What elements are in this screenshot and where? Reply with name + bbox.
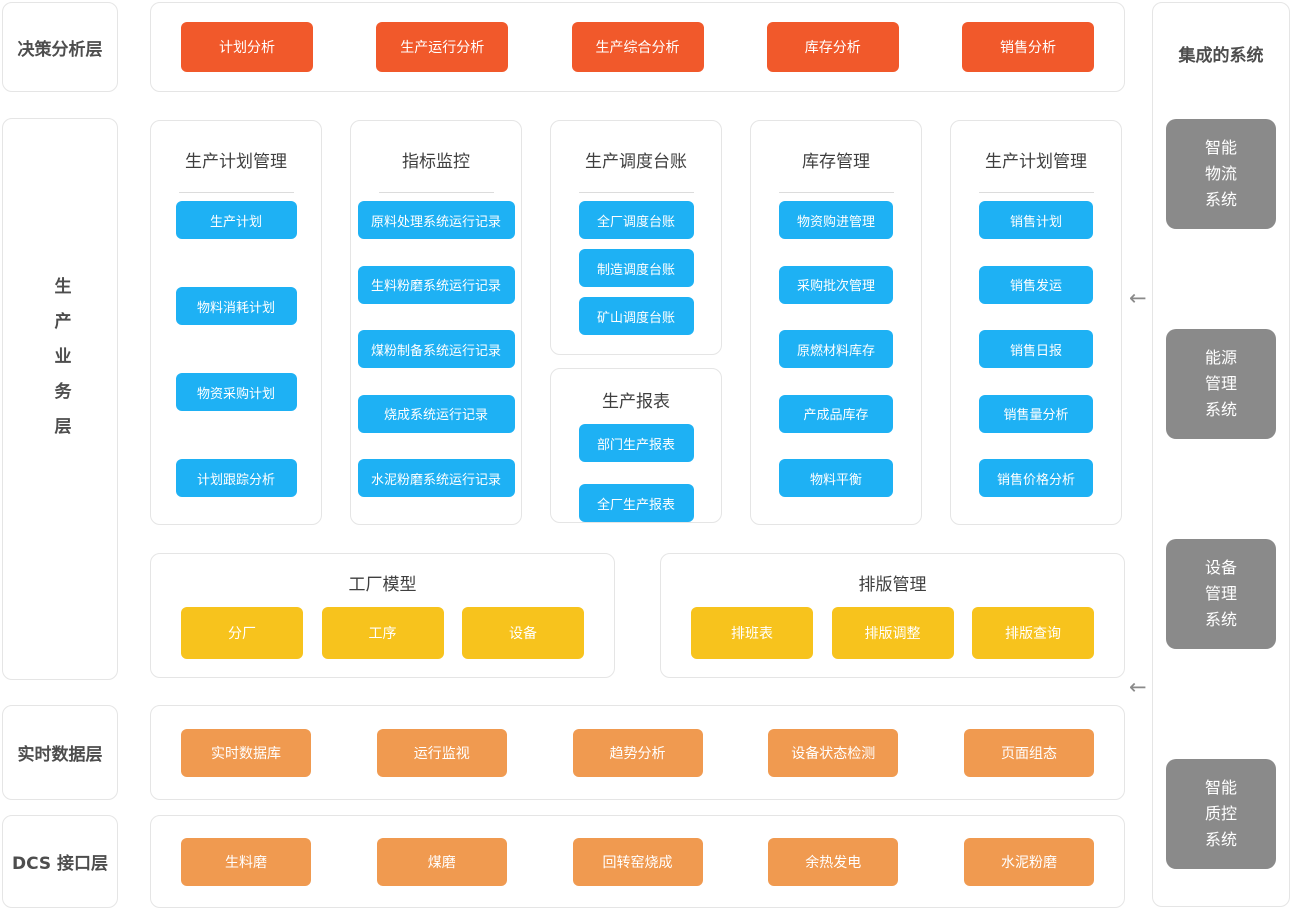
plant-production-report-button[interactable]: 全厂生产报表 bbox=[578, 484, 694, 522]
decision-analysis-row: 计划分析 生产运行分析 生产综合分析 库存分析 销售分析 bbox=[150, 2, 1125, 92]
production-plan-management-panel: 生产计划管理 生产计划 物料消耗计划 物资采购计划 计划跟踪分析 bbox=[150, 120, 322, 525]
button-list: 物资购进管理 采购批次管理 原燃材料库存 产成品库存 物料平衡 bbox=[751, 193, 921, 524]
panel-title: 生产报表 bbox=[602, 392, 670, 412]
layer-label-production-business: 生产业务层 bbox=[2, 118, 118, 680]
panel-title: 生产计划管理 bbox=[985, 152, 1087, 172]
production-plan-button[interactable]: 生产计划 bbox=[175, 201, 297, 239]
sales-daily-report-button[interactable]: 销售日报 bbox=[979, 330, 1093, 368]
coal-mill-button[interactable]: 煤磨 bbox=[376, 837, 507, 886]
left-arrow-icon: ← bbox=[1129, 675, 1147, 699]
coal-powder-prep-record-button[interactable]: 煤粉制备系统运行记录 bbox=[357, 330, 515, 368]
material-purchase-mgmt-button[interactable]: 物资购进管理 bbox=[779, 201, 893, 239]
raw-meal-grinding-record-button[interactable]: 生料粉磨系统运行记录 bbox=[357, 265, 515, 304]
title-divider bbox=[978, 192, 1094, 193]
dcs-interface-row: 生料磨 煤磨 回转窑烧成 余热发电 水泥粉磨 bbox=[150, 815, 1125, 908]
button-list: 原料处理系统运行记录 生料粉磨系统运行记录 煤粉制备系统运行记录 烧成系统运行记… bbox=[351, 193, 521, 524]
plan-analysis-button[interactable]: 计划分析 bbox=[181, 22, 313, 72]
raw-mill-button[interactable]: 生料磨 bbox=[181, 837, 311, 886]
sales-shipping-button[interactable]: 销售发运 bbox=[979, 265, 1093, 304]
branch-factory-button[interactable]: 分厂 bbox=[181, 607, 303, 659]
plan-tracking-analysis-button[interactable]: 计划跟踪分析 bbox=[175, 459, 297, 497]
title-divider bbox=[378, 192, 494, 193]
sales-management-panel: 生产计划管理 销售计划 销售发运 销售日报 销售量分析 销售价格分析 bbox=[950, 120, 1122, 525]
page-configuration-button[interactable]: 页面组态 bbox=[964, 728, 1094, 777]
production-operation-analysis-button[interactable]: 生产运行分析 bbox=[376, 22, 509, 72]
realtime-data-row: 实时数据库 运行监视 趋势分析 设备状态检测 页面组态 bbox=[150, 705, 1125, 800]
equipment-management-system-box[interactable]: 设备 管理 系统 bbox=[1166, 539, 1276, 649]
layer-label-text: 生产业务层 bbox=[50, 276, 71, 452]
department-production-report-button[interactable]: 部门生产报表 bbox=[578, 424, 694, 462]
waste-heat-power-button[interactable]: 余热发电 bbox=[768, 837, 899, 886]
raw-fuel-inventory-button[interactable]: 原燃材料库存 bbox=[779, 330, 893, 368]
operation-monitor-button[interactable]: 运行监视 bbox=[376, 728, 507, 777]
integrated-systems-panel: 集成的系统 智能 物流 系统 能源 管理 系统 设备 管理 系统 智能 质控 系… bbox=[1152, 2, 1290, 907]
sales-plan-button[interactable]: 销售计划 bbox=[979, 201, 1093, 239]
energy-management-system-box[interactable]: 能源 管理 系统 bbox=[1166, 329, 1276, 439]
production-dispatch-ledger-panel: 生产调度台账 全厂调度台账 制造调度台账 矿山调度台账 bbox=[550, 120, 722, 355]
panel-title: 工厂模型 bbox=[348, 575, 417, 595]
title-divider bbox=[778, 192, 894, 193]
layer-label-realtime-data: 实时数据层 bbox=[2, 705, 118, 800]
panel-title: 指标监控 bbox=[402, 152, 470, 172]
process-button[interactable]: 工序 bbox=[321, 607, 444, 659]
sales-volume-analysis-button[interactable]: 销售量分析 bbox=[979, 394, 1093, 433]
inventory-management-panel: 库存管理 物资购进管理 采购批次管理 原燃材料库存 产成品库存 物料平衡 bbox=[750, 120, 922, 525]
panel-title: 生产计划管理 bbox=[185, 152, 287, 172]
material-balance-button[interactable]: 物料平衡 bbox=[779, 459, 893, 497]
scheduling-management-panel: 排版管理 排班表 排版调整 排版查询 bbox=[660, 553, 1125, 678]
sales-price-analysis-button[interactable]: 销售价格分析 bbox=[979, 459, 1093, 497]
smart-quality-control-system-box[interactable]: 智能 质控 系统 bbox=[1166, 759, 1276, 869]
layer-label-dcs-interface: DCS 接口层 bbox=[2, 815, 118, 908]
panel-title: 库存管理 bbox=[802, 152, 870, 172]
layer-label-text: DCS 接口层 bbox=[11, 854, 109, 874]
kpi-monitoring-panel: 指标监控 原料处理系统运行记录 生料粉磨系统运行记录 煤粉制备系统运行记录 烧成… bbox=[350, 120, 522, 525]
material-purchase-plan-button[interactable]: 物资采购计划 bbox=[175, 373, 297, 411]
button-list: 销售计划 销售发运 销售日报 销售量分析 销售价格分析 bbox=[951, 193, 1121, 524]
burning-system-record-button[interactable]: 烧成系统运行记录 bbox=[357, 394, 515, 433]
left-arrow-icon: ← bbox=[1129, 286, 1147, 310]
rotary-kiln-burning-button[interactable]: 回转窑烧成 bbox=[572, 837, 703, 886]
schedule-query-button[interactable]: 排版查询 bbox=[972, 607, 1094, 659]
button-list: 部门生产报表 全厂生产报表 bbox=[551, 412, 721, 522]
production-comprehensive-analysis-button[interactable]: 生产综合分析 bbox=[571, 22, 704, 72]
production-report-panel: 生产报表 部门生产报表 全厂生产报表 bbox=[550, 368, 722, 523]
trend-analysis-button[interactable]: 趋势分析 bbox=[572, 728, 703, 777]
integrated-systems-title: 集成的系统 bbox=[1178, 46, 1264, 66]
purchase-batch-mgmt-button[interactable]: 采购批次管理 bbox=[779, 265, 893, 304]
mine-dispatch-ledger-button[interactable]: 矿山调度台账 bbox=[578, 297, 694, 335]
button-row: 排班表 排版调整 排版查询 bbox=[661, 607, 1124, 659]
raw-material-processing-record-button[interactable]: 原料处理系统运行记录 bbox=[357, 201, 515, 239]
material-consumption-plan-button[interactable]: 物料消耗计划 bbox=[175, 287, 297, 325]
panel-title: 生产调度台账 bbox=[585, 152, 687, 172]
title-divider bbox=[178, 192, 294, 193]
cement-grinding-record-button[interactable]: 水泥粉磨系统运行记录 bbox=[357, 459, 515, 497]
title-divider bbox=[578, 192, 694, 193]
schedule-adjust-button[interactable]: 排版调整 bbox=[831, 607, 954, 659]
shift-schedule-button[interactable]: 排班表 bbox=[691, 607, 813, 659]
panel-title: 排版管理 bbox=[858, 575, 927, 595]
equipment-status-detect-button[interactable]: 设备状态检测 bbox=[768, 728, 899, 777]
sales-analysis-button[interactable]: 销售分析 bbox=[962, 22, 1094, 72]
layer-label-text: 决策分析层 bbox=[17, 39, 103, 60]
plant-dispatch-ledger-button[interactable]: 全厂调度台账 bbox=[578, 201, 694, 239]
button-list: 生产计划 物料消耗计划 物资采购计划 计划跟踪分析 bbox=[151, 193, 321, 524]
cement-grinding-button[interactable]: 水泥粉磨 bbox=[964, 837, 1094, 886]
button-row: 分厂 工序 设备 bbox=[151, 607, 614, 659]
layer-label-decision-analysis: 决策分析层 bbox=[2, 2, 118, 92]
button-list: 全厂调度台账 制造调度台账 矿山调度台账 bbox=[551, 193, 721, 335]
finished-goods-inventory-button[interactable]: 产成品库存 bbox=[779, 394, 893, 433]
equipment-button[interactable]: 设备 bbox=[462, 607, 584, 659]
smart-logistics-system-box[interactable]: 智能 物流 系统 bbox=[1166, 119, 1276, 229]
layer-label-text: 实时数据层 bbox=[17, 745, 103, 765]
factory-model-panel: 工厂模型 分厂 工序 设备 bbox=[150, 553, 615, 678]
inventory-analysis-button[interactable]: 库存分析 bbox=[766, 22, 899, 72]
manufacturing-dispatch-ledger-button[interactable]: 制造调度台账 bbox=[578, 249, 694, 287]
realtime-database-button[interactable]: 实时数据库 bbox=[181, 728, 311, 777]
